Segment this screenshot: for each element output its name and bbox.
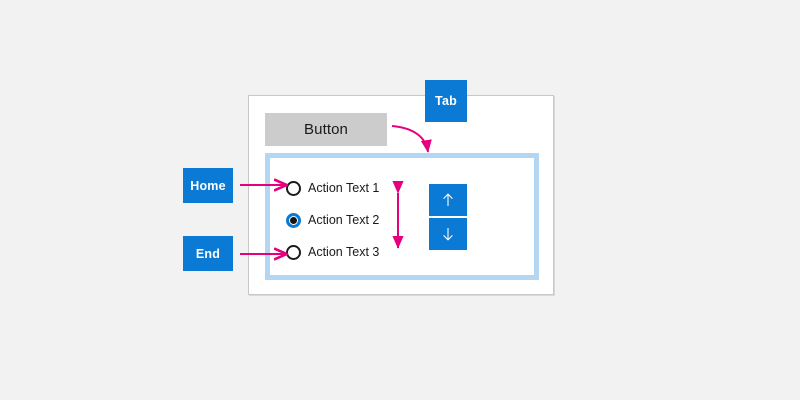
arrow-up-icon — [443, 193, 453, 206]
button-control[interactable]: Button — [265, 113, 387, 146]
key-badge-home: Home — [183, 168, 233, 203]
arrow-down-icon — [443, 228, 453, 241]
radio-option-label: Action Text 1 — [308, 181, 380, 195]
move-up-button[interactable] — [429, 184, 467, 216]
radio-selected-icon[interactable] — [286, 212, 301, 228]
move-down-button[interactable] — [429, 218, 467, 250]
radio-option-2[interactable]: Action Text 2 — [286, 204, 426, 236]
radio-group: Action Text 1 Action Text 2 Action Text … — [286, 172, 426, 268]
radio-option-label: Action Text 3 — [308, 245, 380, 259]
radio-option-3[interactable]: Action Text 3 — [286, 236, 426, 268]
radio-unselected-icon[interactable] — [286, 244, 301, 260]
key-badge-tab: Tab — [425, 80, 467, 122]
key-badge-end: End — [183, 236, 233, 271]
dialog-window: Button Action Text 1 Action Text 2 Actio… — [248, 95, 554, 295]
key-badge-label: End — [195, 246, 221, 261]
radio-option-label: Action Text 2 — [308, 213, 380, 227]
radio-group-focus-panel[interactable]: Action Text 1 Action Text 2 Action Text … — [265, 153, 539, 280]
button-label: Button — [304, 121, 348, 138]
key-badge-label: Home — [190, 178, 226, 193]
radio-option-1[interactable]: Action Text 1 — [286, 172, 426, 204]
key-badge-label: Tab — [435, 94, 457, 108]
spinner-button-group — [429, 184, 467, 250]
radio-unselected-icon[interactable] — [286, 180, 301, 196]
